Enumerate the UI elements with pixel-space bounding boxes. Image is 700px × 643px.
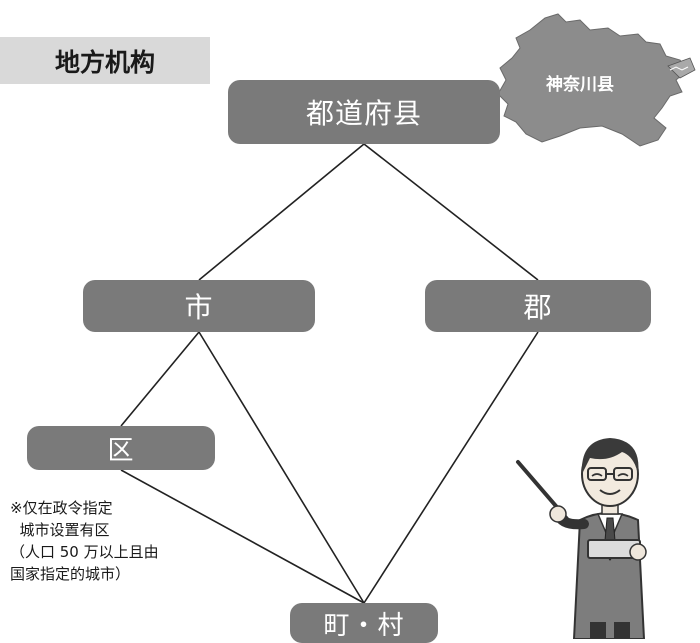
node-county: 郡 (425, 280, 651, 332)
edge-prefecture-city (198, 143, 365, 281)
node-city: 市 (83, 280, 315, 332)
ward-note: ※仅在政令指定 城市设置有区 （人口 50 万以上且由 国家指定的城市） (10, 499, 159, 583)
map-icon: 神奈川县 (497, 13, 696, 147)
map-label: 神奈川县 (546, 74, 614, 95)
node-prefecture: 都道府县 (228, 80, 500, 144)
edge-city-town (198, 331, 365, 604)
edge-county-town (363, 331, 539, 604)
edge-ward-town (120, 469, 365, 604)
teacher-icon (516, 438, 647, 639)
edge-city-ward (120, 331, 200, 427)
page-title: 地方机构 (0, 37, 210, 84)
node-town-village: 町・村 (290, 603, 438, 643)
edge-prefecture-county (363, 143, 539, 281)
node-ward: 区 (27, 426, 215, 470)
